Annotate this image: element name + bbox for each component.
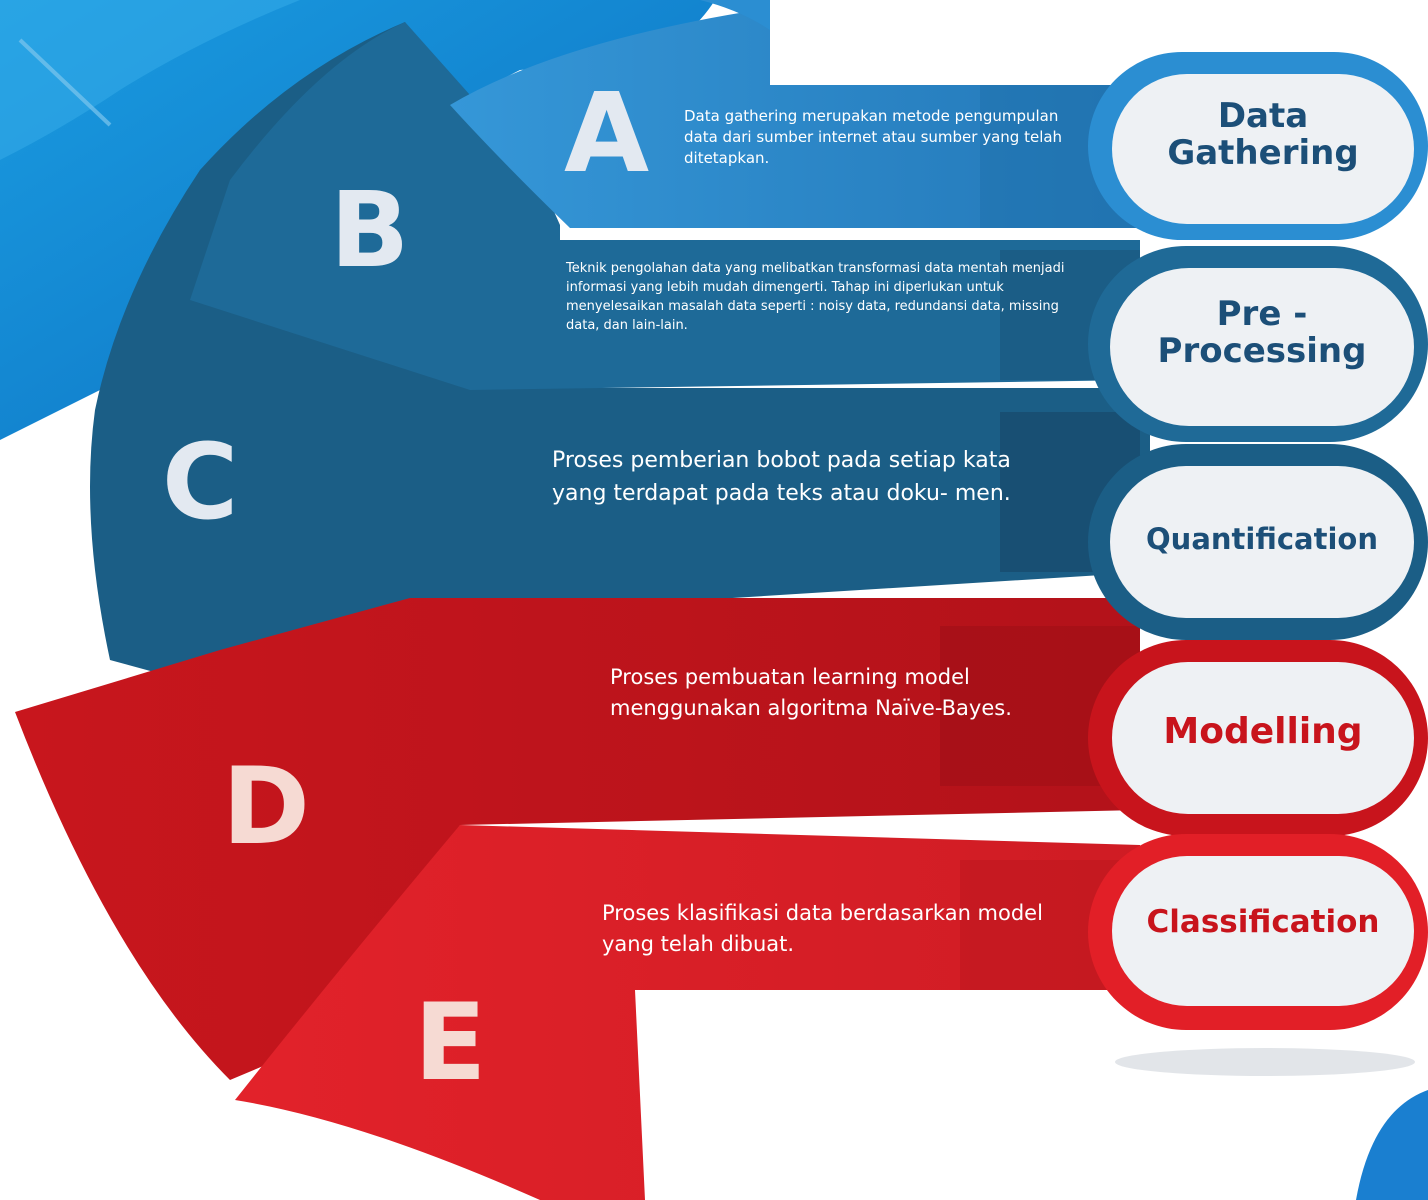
band-a-tail	[700, 0, 770, 30]
band-e	[235, 825, 1140, 1200]
step-b-title: Pre - Processing	[1110, 296, 1414, 369]
background-blue-highlight	[0, 0, 300, 160]
step-e-title-line-1: Classification	[1146, 904, 1380, 940]
step-e-letter: E	[414, 981, 487, 1104]
step-a-description: Data gathering merupakan metode pengumpu…	[684, 107, 1063, 167]
band-d	[15, 598, 1140, 1080]
step-d-letter: D	[222, 745, 310, 868]
step-c-title-line-1: Quantification	[1146, 522, 1378, 556]
step-e-title: Classification	[1112, 904, 1414, 940]
step-a-title: Data Gathering	[1112, 98, 1414, 171]
pill-c	[1088, 444, 1428, 640]
pill-e-shadow	[1115, 1048, 1415, 1076]
step-a-letter: A	[564, 69, 650, 197]
step-b-title-line-1: Pre -	[1216, 294, 1308, 334]
step-d-title: Modelling	[1112, 711, 1414, 752]
background-pen-line	[18, 38, 112, 127]
step-d-title-line-1: Modelling	[1163, 711, 1363, 752]
background-blue-corner	[1356, 1090, 1428, 1200]
band-a	[450, 8, 1150, 228]
step-c-letter: C	[162, 421, 239, 543]
step-b-letter: B	[330, 169, 410, 291]
step-c-title: Quantification	[1110, 522, 1414, 556]
step-b-title-line-2: Processing	[1157, 330, 1367, 371]
step-d-description: Proses pembuatan learning model mengguna…	[610, 665, 1012, 720]
pill-a	[1088, 52, 1428, 240]
pill-e	[1088, 834, 1428, 1030]
step-c-description: Proses pemberian bobot pada setiap kata …	[552, 448, 1011, 506]
pill-d	[1088, 640, 1428, 836]
step-a-title-line-2: Gathering	[1167, 132, 1359, 173]
step-b-description: Teknik pengolahan data yang melibatkan t…	[566, 261, 1065, 333]
step-e-description: Proses klasifikasi data berdasarkan mode…	[602, 901, 1043, 956]
step-a-title-line-1: Data	[1217, 96, 1309, 136]
band-b	[190, 22, 1140, 390]
pill-b	[1088, 246, 1428, 442]
